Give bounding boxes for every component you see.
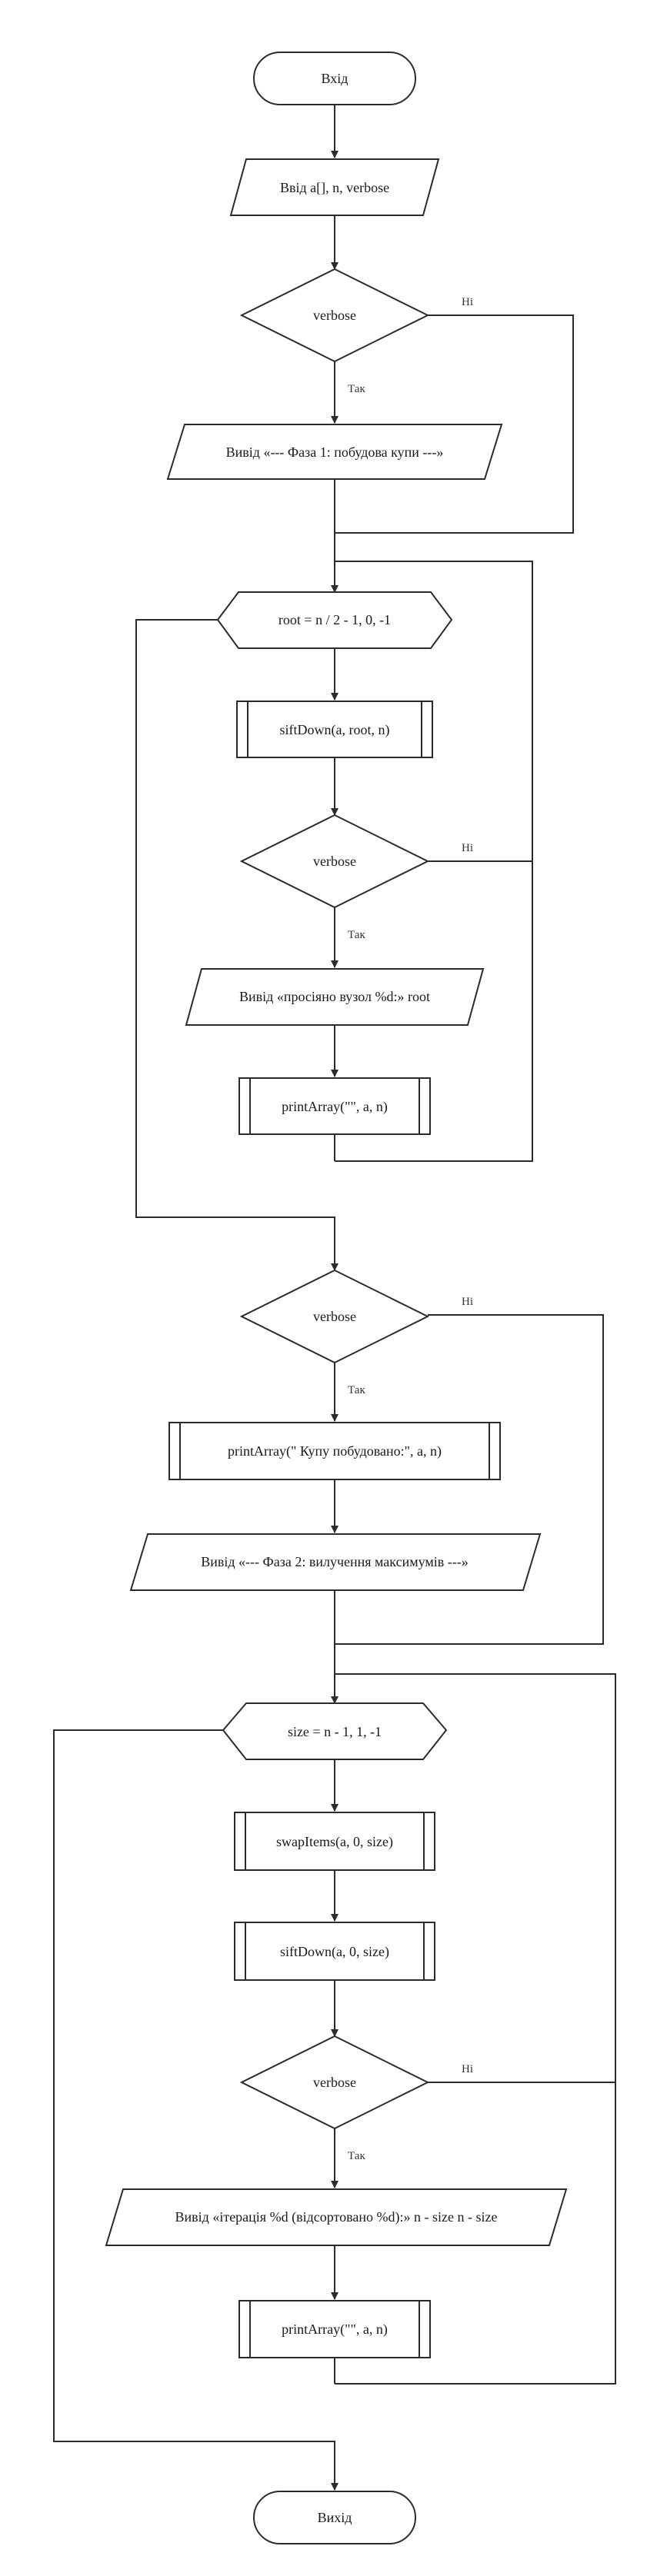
end-label: Вихід [318,2510,352,2525]
loop1-label: root = n / 2 - 1, 0, -1 [278,612,391,627]
print2-process: printArray("", a, n) [238,2300,431,2358]
siftdown2-label: siftDown(a, 0, size) [280,1944,389,1960]
verbose3-decision: verbose [239,1269,430,1364]
start-label: Вхід [322,71,349,86]
swap-process: swapItems(a, 0, size) [234,1812,435,1871]
label-verbose1-yes: Так [348,383,365,395]
node-output-block: Вивід «просіяно вузол %d:» root [185,968,485,1026]
print2-label: printArray("", a, n) [282,2321,388,2338]
branch-labels: Так Ні Так Ні Так Ні Так Ні [348,296,473,2162]
verbose4-label: verbose [313,2075,356,2090]
connectors [53,105,616,2491]
label-verbose2-no: Ні [462,842,473,854]
verbose2-decision: verbose [239,814,430,909]
edge-loop2-exit [53,1729,339,2491]
siftdown1-label: siftDown(a, root, n) [280,722,390,738]
loop2-label: size = n - 1, 1, -1 [288,1724,382,1739]
phase2-output-block: Вивід «--- Фаза 2: вилучення максимумів … [129,1533,542,1591]
loop1-hexagon: root = n / 2 - 1, 0, -1 [216,591,453,649]
start-terminal: Вхід [253,52,416,105]
print-heap-label: printArray(" Купу побудовано:", a, n) [228,1443,442,1459]
phase2-output-label: Вивід «--- Фаза 2: вилучення максимумів … [201,1554,469,1569]
print1-label: printArray("", a, n) [282,1099,388,1115]
swap-label: swapItems(a, 0, size) [276,1834,393,1850]
edge-loop2-back [335,1673,616,2385]
verbose4-decision: verbose [239,2035,430,2130]
input-label: Ввід a[], n, verbose [280,180,389,195]
iter-output-block: Вивід «ітерація %d (відсортовано %d):» n… [105,2188,568,2246]
loop2-hexagon: size = n - 1, 1, -1 [222,1702,448,1760]
print1-process: printArray("", a, n) [238,1077,431,1135]
phase1-output-label: Вивід «--- Фаза 1: побудова купи ---» [226,444,444,460]
label-verbose4-no: Ні [462,2063,473,2075]
verbose3-label: verbose [313,1309,356,1324]
edge-verbose3-no [335,1314,604,1645]
verbose1-label: verbose [313,308,356,323]
label-verbose4-yes: Так [348,2150,365,2162]
verbose2-label: verbose [313,854,356,869]
edge-loop1-exit [135,619,339,1271]
label-verbose1-no: Ні [462,296,473,308]
node-output-label: Вивід «просіяно вузол %d:» root [239,989,430,1004]
phase1-output-block: Вивід «--- Фаза 1: побудова купи ---» [166,424,503,480]
siftdown1-process: siftDown(a, root, n) [236,701,433,758]
input-block: Ввід a[], n, verbose [229,158,440,216]
print-heap-process: printArray(" Купу побудовано:", a, n) [168,1422,501,1480]
label-verbose3-no: Ні [462,1296,473,1308]
end-terminal: Вихід [253,2491,416,2544]
edge-verbose1-no [335,315,574,534]
siftdown2-process: siftDown(a, 0, size) [234,1922,435,1981]
label-verbose2-yes: Так [348,929,365,941]
iter-output-label: Вивід «ітерація %d (відсортовано %d):» n… [175,2209,498,2225]
verbose1-decision: verbose [239,268,430,363]
label-verbose3-yes: Так [348,1384,365,1396]
